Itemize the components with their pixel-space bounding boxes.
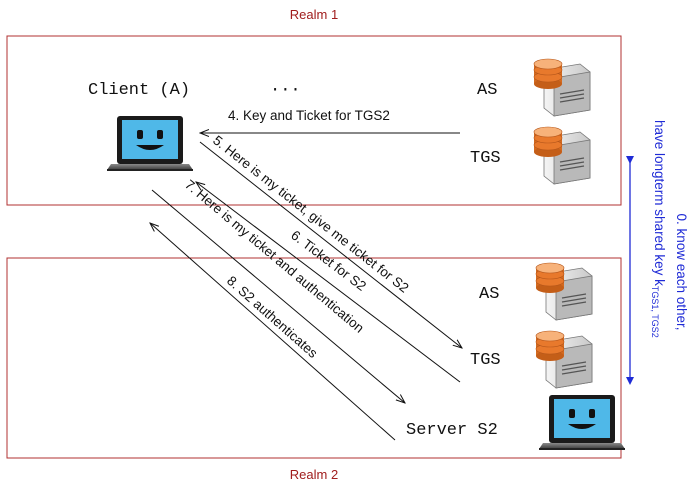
message-5-label: 5. Here is my ticket, give me ticket for…	[210, 133, 411, 296]
server-s2-label: Server S2	[406, 421, 498, 440]
realm1-box	[6, 35, 622, 206]
realm1-label: Realm 1	[290, 7, 338, 22]
as1-label: AS	[477, 81, 497, 100]
arrow-5	[199, 141, 462, 348]
side-note: 0. know each other,	[674, 213, 689, 330]
arrow-6	[196, 182, 461, 383]
tgs2-label: TGS	[470, 351, 501, 370]
realm2-label: Realm 2	[290, 467, 338, 482]
server-s2-laptop-icon	[539, 395, 625, 450]
ellipsis: ···	[270, 81, 301, 100]
tgs1-label: TGS	[470, 149, 501, 168]
side-note-2: have longterm shared key kTGS1, TGS2	[650, 120, 667, 338]
arrow-7	[151, 189, 405, 403]
client-laptop-icon	[107, 116, 193, 171]
message-4-label: 4. Key and Ticket for TGS2	[228, 108, 390, 123]
tgs2-server-icon	[535, 330, 593, 389]
as2-server-icon	[535, 262, 593, 321]
as2-label: AS	[479, 285, 499, 304]
side-note-line2: have longterm shared key kTGS1, TGS2	[650, 120, 667, 338]
tgs1-server-icon	[533, 126, 591, 185]
arrow-8	[150, 223, 396, 441]
client-label: Client (A)	[88, 81, 190, 100]
as1-server-icon	[533, 58, 591, 117]
side-note-line1: 0. know each other,	[674, 213, 689, 330]
realm2-box	[6, 257, 622, 459]
